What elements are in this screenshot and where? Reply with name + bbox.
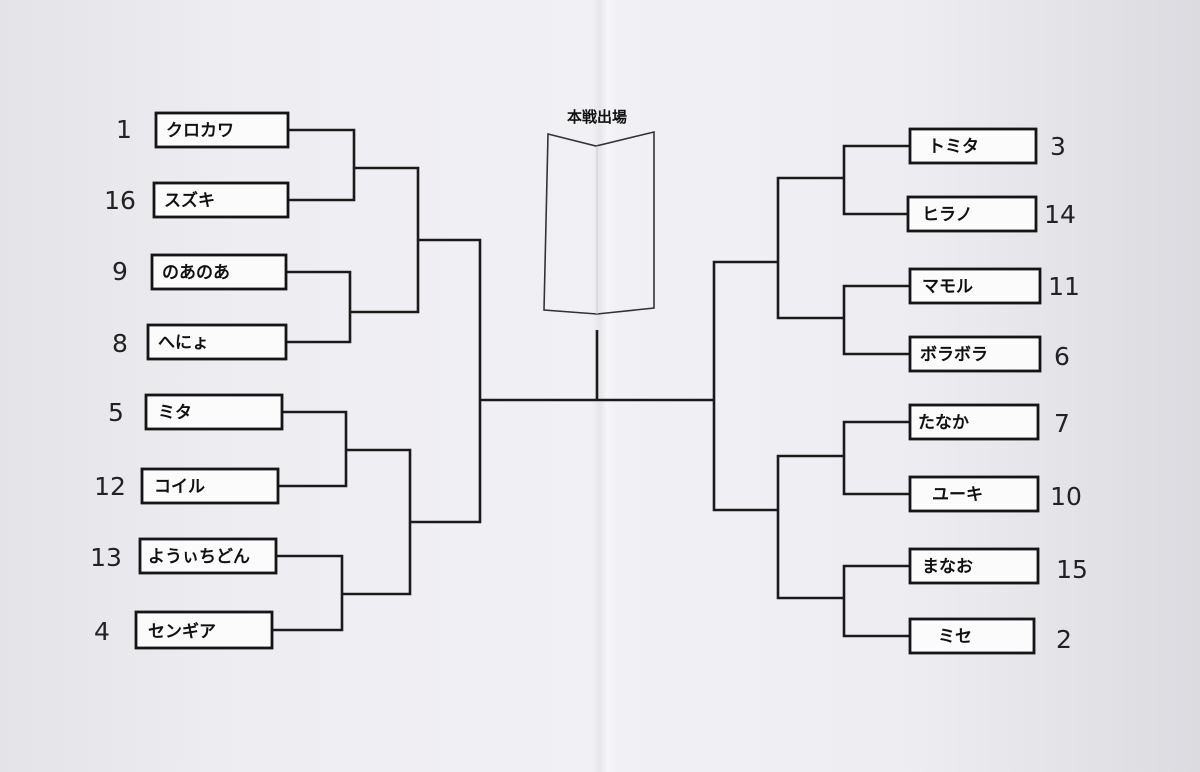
seed-number: 16 — [104, 186, 136, 215]
entrant-name: クロカワ — [166, 121, 234, 141]
entrant-left-8: 4 センギア — [94, 610, 274, 650]
seed-number: 14 — [1044, 200, 1076, 229]
entrant-right-3: マモル 11 — [908, 267, 1080, 305]
entrant-box — [154, 111, 290, 149]
entrant-box — [138, 537, 278, 575]
final-box — [543, 130, 655, 315]
seed-number: 3 — [1050, 132, 1066, 161]
seed-number: 10 — [1050, 482, 1082, 511]
left-entrants: 1 クロカワ 16 スズキ 9 のあのあ 8 へにょ 5 ミタ 12 コイル — [90, 111, 290, 650]
left-r1-connector-3 — [278, 410, 348, 488]
final-label: 本戦出場 — [567, 108, 627, 126]
entrant-name: マモル — [922, 277, 973, 297]
entrant-name: ミセ — [938, 627, 972, 647]
entrant-right-4: ボラボラ 6 — [908, 335, 1070, 373]
entrant-right-5: たなか 7 — [908, 403, 1070, 441]
seed-number: 11 — [1048, 272, 1080, 301]
entrant-box — [134, 610, 274, 650]
seed-number: 13 — [90, 543, 122, 572]
bracket-lines — [272, 128, 910, 638]
entrant-left-4: 8 へにょ — [112, 323, 288, 361]
entrant-name: ヒラノ — [922, 205, 973, 225]
right-r2-connector-1 — [776, 176, 844, 320]
entrant-box — [908, 475, 1040, 513]
entrant-name: たなか — [918, 413, 969, 433]
seed-number: 6 — [1054, 342, 1070, 371]
left-r3-connector — [410, 238, 482, 524]
right-r1-connector-2 — [842, 284, 910, 356]
entrant-box — [144, 393, 284, 431]
entrant-box — [152, 181, 290, 219]
seed-number: 4 — [94, 617, 110, 646]
entrant-box — [908, 617, 1036, 655]
seed-number: 8 — [112, 329, 128, 358]
entrant-name: ユーキ — [932, 485, 983, 505]
right-r1-connector-3 — [842, 420, 910, 496]
entrant-right-7: まなお 15 — [908, 547, 1088, 585]
right-r2-connector-2 — [776, 454, 844, 600]
entrant-right-6: ユーキ 10 — [908, 475, 1082, 513]
entrant-name: トミタ — [928, 137, 979, 157]
entrant-left-2: 16 スズキ — [104, 181, 290, 219]
entrant-name: ミタ — [158, 403, 192, 423]
entrant-left-3: 9 のあのあ — [112, 253, 288, 291]
entrant-name: のあのあ — [162, 263, 230, 283]
left-r2-connector-1 — [350, 166, 420, 314]
entrant-box — [908, 335, 1042, 373]
right-r1-connector-4 — [842, 564, 910, 638]
seed-number: 2 — [1056, 625, 1072, 654]
entrant-box — [140, 467, 280, 505]
left-r1-connector-4 — [272, 554, 344, 632]
entrant-box — [908, 127, 1038, 165]
entrant-name: コイル — [154, 477, 205, 497]
entrant-box — [906, 195, 1038, 233]
right-entrants: トミタ 3 ヒラノ 14 マモル 11 ボラボラ 6 たなか 7 ユーキ 10 — [906, 127, 1088, 655]
entrant-name: センギア — [148, 622, 216, 642]
entrant-name: まなお — [922, 557, 973, 577]
entrant-right-2: ヒラノ 14 — [906, 195, 1076, 233]
seed-number: 15 — [1056, 555, 1088, 584]
right-r1-connector-1 — [842, 144, 910, 216]
left-r2-connector-2 — [342, 448, 412, 596]
final-slot: 本戦出場 — [543, 108, 655, 315]
entrant-box — [908, 403, 1040, 441]
seed-number: 12 — [94, 472, 126, 501]
entrant-right-8: ミセ 2 — [908, 617, 1072, 655]
entrant-box — [146, 323, 288, 361]
seed-number: 5 — [108, 398, 124, 427]
entrant-left-1: 1 クロカワ — [116, 111, 290, 149]
entrant-name: ボラボラ — [920, 345, 988, 365]
left-r1-connector-2 — [286, 270, 352, 344]
entrant-left-7: 13 ようぃちどん — [90, 537, 278, 575]
entrant-box — [908, 267, 1042, 305]
entrant-name: スズキ — [164, 190, 215, 211]
entrant-left-5: 5 ミタ — [108, 393, 284, 431]
right-r3-connector — [712, 260, 778, 512]
entrant-name: ようぃちどん — [148, 547, 250, 567]
entrant-box — [150, 253, 288, 291]
entrant-right-1: トミタ 3 — [908, 127, 1066, 165]
seed-number: 1 — [116, 115, 132, 144]
entrant-left-6: 12 コイル — [94, 467, 280, 505]
left-r1-connector-1 — [288, 128, 356, 202]
entrant-box — [908, 547, 1040, 585]
seed-number: 9 — [112, 257, 128, 286]
seed-number: 7 — [1054, 409, 1070, 438]
entrant-name: へにょ — [158, 333, 209, 353]
